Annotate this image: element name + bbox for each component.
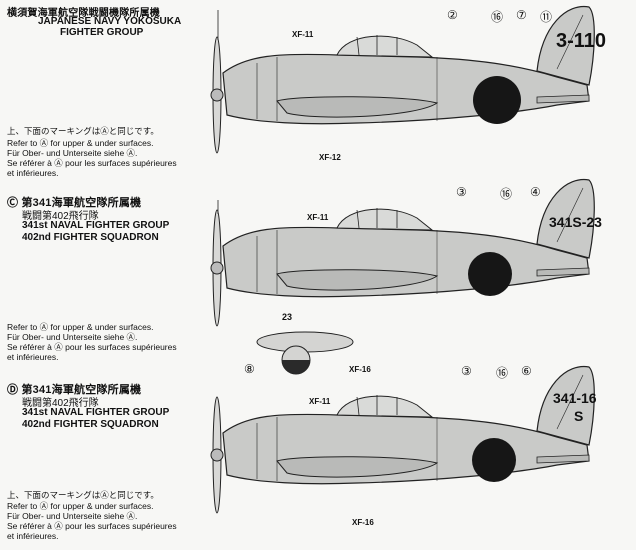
section-d-sub-jp: 戦闘第402飛行隊	[22, 398, 99, 409]
section-c-sub-jp: 戦闘第402飛行隊	[22, 211, 99, 222]
section-d-note-en: Refer to Ⓐ for upper & under surfaces.	[7, 501, 154, 511]
part-label-c-bottom: XF-16	[349, 365, 371, 374]
section-b-note-en: Refer to Ⓐ for upper & under surfaces.	[7, 138, 154, 148]
part-label-b-bottom: XF-12	[319, 153, 341, 162]
section-b-title-en-2: FIGHTER GROUP	[60, 27, 144, 38]
callout-b-2: ⑯	[491, 10, 504, 24]
section-b-title-jp: 横須賀海軍航空隊戦闘機隊所属機	[7, 8, 160, 19]
callout-d-1: ③	[461, 364, 472, 378]
callout-d-2: ⑯	[496, 366, 509, 380]
callout-b-4: ⑪	[540, 10, 553, 24]
section-d-marker: Ⓓ	[7, 384, 19, 396]
tail-code-c: 341S-23	[549, 214, 602, 230]
part-label-d-bottom: XF-16	[352, 518, 374, 527]
hinomaru-d	[472, 438, 516, 482]
callout-c-4: ⑧	[244, 362, 255, 376]
section-c-note-fr-1: Se référer à Ⓐ pour les surfaces supérie…	[7, 342, 177, 352]
section-d-title: Ⓓ 第341海軍航空隊所属機	[7, 381, 141, 397]
hinomaru-b	[473, 76, 521, 124]
callout-c-2: ⑯	[500, 187, 513, 201]
section-b-note-de: Für Ober- und Unterseite siehe Ⓐ.	[7, 148, 138, 158]
section-c-title-en-2: 402nd FIGHTER SQUADRON	[22, 232, 159, 243]
section-d-title-en-2: 402nd FIGHTER SQUADRON	[22, 419, 159, 430]
section-d-title-jp: 第341海軍航空隊所属機	[21, 384, 142, 396]
section-c-marker: Ⓒ	[7, 197, 19, 209]
section-c-note-de: Für Ober- und Unterseite siehe Ⓐ.	[7, 332, 138, 342]
section-b-note-fr-1: Se référer à Ⓐ pour les surfaces supérie…	[7, 158, 177, 168]
section-c-title: Ⓒ 第341海軍航空隊所属機	[7, 194, 141, 210]
callout-d-3: ⑥	[521, 364, 532, 378]
callout-b-3: ⑦	[516, 8, 527, 22]
section-d-title-en-1: 341st NAVAL FIGHTER GROUP	[22, 407, 170, 418]
aircraft-b	[210, 5, 595, 154]
hinomaru-c	[468, 252, 512, 296]
tail-code-b: 3-110	[556, 30, 607, 52]
callout-c-1: ③	[456, 185, 467, 199]
section-b-note-jp: 上、下面のマーキングはⒶと同じです。	[7, 126, 159, 136]
section-c-note-en: Refer to Ⓐ for upper & under surfaces.	[7, 322, 154, 332]
section-c-note-fr-2: et inférieures.	[7, 352, 59, 362]
part-label-b-top: XF-11	[292, 30, 314, 39]
aircraft-d	[210, 365, 595, 514]
section-d-note-de: Für Ober- und Unterseite siehe Ⓐ.	[7, 511, 138, 521]
section-b-title-en-1: JAPANESE NAVY YOKOSUKA	[38, 16, 182, 27]
callout-b-1: ②	[447, 8, 458, 22]
section-d-note-fr-2: et inférieures.	[7, 531, 59, 541]
section-b-note-fr-2: et inférieures.	[7, 168, 59, 178]
tail-code-d-1: 341-16	[553, 390, 597, 406]
aircraft-c	[210, 178, 595, 327]
section-c-title-jp: 第341海軍航空隊所属機	[21, 197, 142, 209]
part-label-c-top: XF-11	[307, 213, 329, 222]
gear-code-c: 23	[282, 312, 293, 322]
section-c-title-en-1: 341st NAVAL FIGHTER GROUP	[22, 220, 170, 231]
callout-c-3: ④	[530, 185, 541, 199]
section-d-note-fr-1: Se référer à Ⓐ pour les surfaces supérie…	[7, 521, 177, 531]
section-d-note-jp: 上、下面のマーキングはⒶと同じです。	[7, 490, 159, 500]
part-label-d-top: XF-11	[309, 397, 331, 406]
tail-code-d-2: S	[574, 408, 584, 424]
